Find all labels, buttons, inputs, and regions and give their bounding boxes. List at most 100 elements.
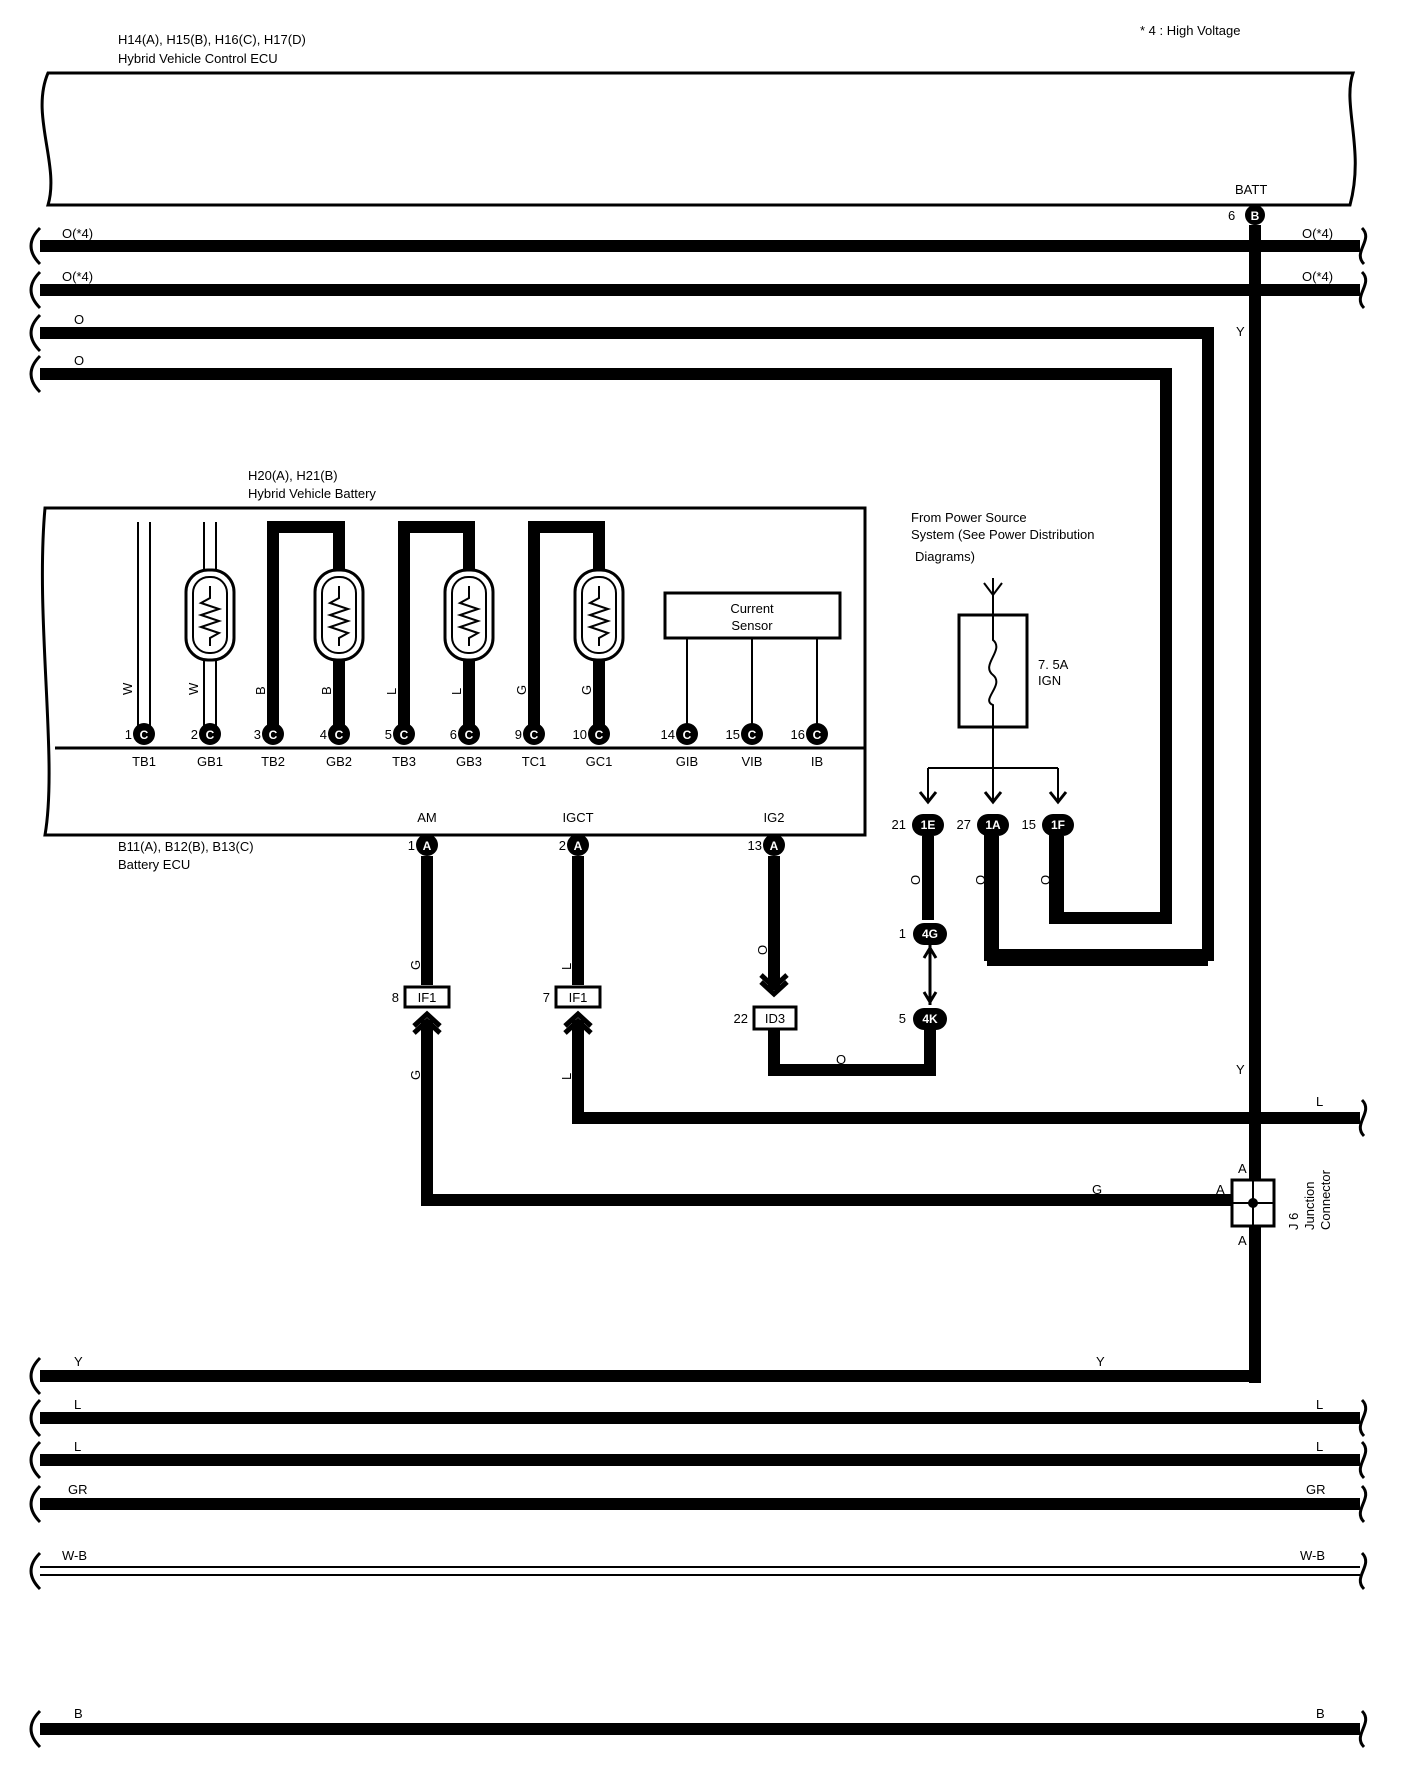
svg-text:C: C	[595, 728, 604, 742]
svg-text:4: 4	[320, 727, 327, 742]
bottom-wire-l2-left-label: L	[74, 1439, 81, 1454]
pin-tb1: 1 C TB1	[125, 723, 156, 769]
current-sensor-line2: Sensor	[731, 618, 773, 633]
svg-text:15: 15	[1022, 817, 1036, 832]
svg-text:TB1: TB1	[132, 754, 156, 769]
pin-ig2: IG2 13 A	[748, 810, 785, 856]
current-sensor-wires	[686, 638, 818, 735]
current-sensor	[663, 591, 842, 640]
bottom-wire-y	[29, 1226, 1261, 1396]
svg-text:13: 13	[748, 838, 762, 853]
1e-wire-color: O	[908, 875, 923, 885]
batt-pin-conn: B	[1251, 209, 1260, 223]
svg-text:GIB: GIB	[676, 754, 698, 769]
igct-wire	[563, 856, 1368, 1138]
fuse-element	[988, 615, 998, 727]
power-source-line1: From Power Source	[911, 510, 1027, 525]
svg-text:VIB: VIB	[742, 754, 763, 769]
svg-text:16: 16	[791, 727, 805, 742]
svg-text:TC1: TC1	[522, 754, 547, 769]
svg-text:5: 5	[385, 727, 392, 742]
ig2-loop-color: O	[836, 1052, 846, 1067]
svg-text:9: 9	[515, 727, 522, 742]
svg-text:14: 14	[661, 727, 675, 742]
am-wire-color-right: G	[1092, 1182, 1102, 1197]
battery-ecu-name: Battery ECU	[118, 857, 190, 872]
bottom-wire-l2-right-label: L	[1316, 1439, 1323, 1454]
ig2-wire-color: O	[755, 945, 770, 955]
am-wire-color-upper: G	[408, 960, 423, 970]
svg-text:C: C	[748, 728, 757, 742]
pin-1a: 27 1A	[957, 814, 1009, 836]
svg-text:1F: 1F	[1051, 818, 1065, 832]
svg-text:C: C	[140, 728, 149, 742]
pin-1f: 15 1F	[1022, 814, 1074, 836]
bottom-wire-gr	[29, 1484, 1368, 1524]
junction-connector-j6	[1230, 1178, 1276, 1228]
tb3-gb3-circuit	[398, 521, 495, 735]
svg-text:GB1: GB1	[197, 754, 223, 769]
bottom-wire-b-right-label: B	[1316, 1706, 1325, 1721]
tb1-wire-color: W	[120, 682, 135, 695]
svg-text:C: C	[335, 728, 344, 742]
svg-text:GC1: GC1	[586, 754, 613, 769]
svg-text:IF1: IF1	[418, 990, 437, 1005]
j6-line2: Connector	[1318, 1169, 1333, 1230]
svg-text:4K: 4K	[922, 1012, 938, 1026]
gb1-wire-color: W	[186, 682, 201, 695]
bottom-wire-b	[29, 1709, 1368, 1749]
pin-gib: 14 C GIB	[661, 723, 698, 769]
top-wire-1	[29, 226, 1368, 266]
batt-pin	[1245, 205, 1265, 225]
svg-text:6: 6	[450, 727, 457, 742]
connector-id3: 22 ID3	[734, 1005, 798, 1031]
svg-text:ID3: ID3	[765, 1011, 785, 1026]
high-voltage-note: * 4 : High Voltage	[1140, 23, 1240, 38]
svg-text:GB2: GB2	[326, 754, 352, 769]
hv-ecu-connectors: H14(A), H15(B), H16(C), H17(D)	[118, 32, 306, 47]
bottom-wire-l2	[29, 1440, 1368, 1480]
gb3-wire-color: L	[449, 688, 464, 695]
top-wire-1-left-label: O(*4)	[62, 226, 93, 241]
1a-wire	[987, 836, 1208, 966]
hv-battery-name: Hybrid Vehicle Battery	[248, 486, 376, 501]
bottom-wire-gr-left-label: GR	[68, 1482, 88, 1497]
svg-text:GB3: GB3	[456, 754, 482, 769]
pin-tc1: 9 C TC1	[515, 723, 547, 769]
svg-text:C: C	[530, 728, 539, 742]
bottom-wire-b-left-label: B	[74, 1706, 83, 1721]
bottom-wire-l1-left-label: L	[74, 1397, 81, 1412]
gb1-thermistor	[184, 522, 236, 730]
svg-text:A: A	[770, 839, 779, 853]
bottom-wire-wb-left-label: W-B	[62, 1548, 87, 1563]
igct-wire-color-upper: L	[559, 963, 574, 970]
svg-text:7: 7	[543, 990, 550, 1005]
top-wire-3-left-label: O	[74, 312, 84, 327]
j6-pin-top: A	[1238, 1161, 1247, 1176]
svg-text:1: 1	[125, 727, 132, 742]
svg-text:27: 27	[957, 817, 971, 832]
pin-tb2: 3 C TB2	[254, 723, 285, 769]
tb1-wire	[137, 522, 151, 730]
battery-ecu-connectors: B11(A), B12(B), B13(C)	[118, 839, 254, 854]
pin-gb3: 6 C GB3	[450, 723, 482, 769]
svg-text:8: 8	[392, 990, 399, 1005]
j6-line1: Junction	[1302, 1182, 1317, 1230]
connector-4g: 1 4G	[899, 923, 947, 945]
gb2-wire-color: B	[319, 686, 334, 695]
hv-control-ecu-box	[40, 71, 1357, 207]
ig2-wire	[759, 856, 936, 1076]
svg-text:2: 2	[191, 727, 198, 742]
svg-text:A: A	[574, 839, 583, 853]
top-wire-2-right-label: O(*4)	[1302, 269, 1333, 284]
hv-ecu-name: Hybrid Vehicle Control ECU	[118, 51, 278, 66]
1e-wire	[922, 836, 938, 1005]
pin-gb1: 2 C GB1	[191, 723, 223, 769]
svg-text:15: 15	[726, 727, 740, 742]
current-sensor-line1: Current	[730, 601, 774, 616]
pin-gc1: 10 C GC1	[573, 723, 613, 769]
gc1-wire-color: G	[579, 685, 594, 695]
batt-pin-number: 6	[1228, 208, 1235, 223]
top-wire-2-left-label: O(*4)	[62, 269, 93, 284]
pin-gb2: 4 C GB2	[320, 723, 352, 769]
